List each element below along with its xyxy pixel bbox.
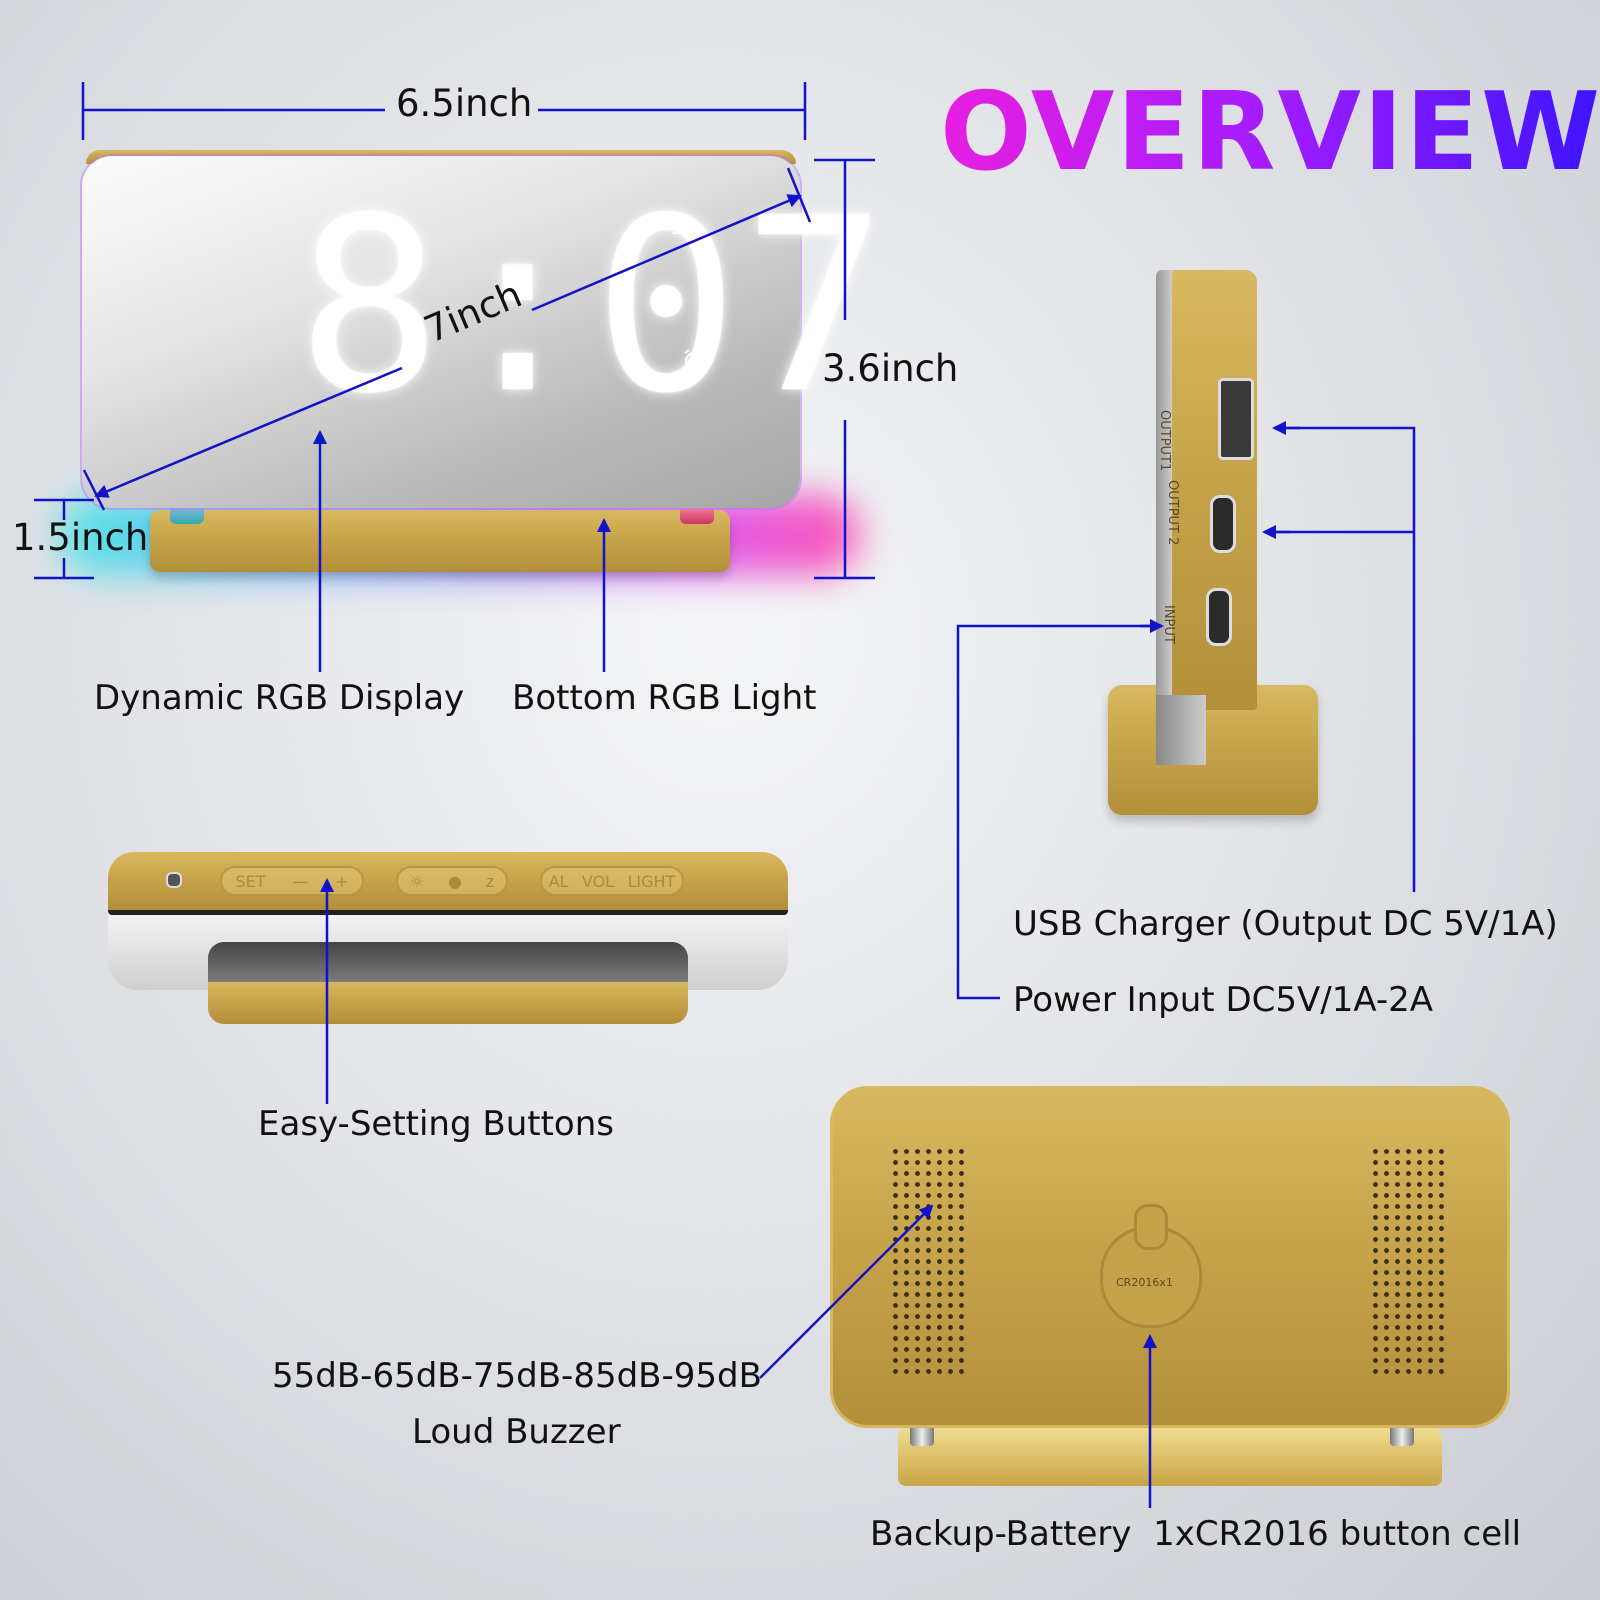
button-group-al: AL VOL LIGHT [540, 866, 684, 896]
speaker-grille-right [1370, 1146, 1450, 1376]
label-easy-setting-buttons: Easy-Setting Buttons [258, 1104, 614, 1144]
top-view-clock: SET — + ☼ ● z AL VOL LIGHT [108, 852, 788, 1032]
alarm-bell-icon [684, 349, 704, 370]
label-loud-buzzer: Loud Buzzer [412, 1412, 621, 1452]
back-view-clock: CR2016x1 [830, 1086, 1510, 1486]
clock-time: 8:07 [297, 166, 891, 446]
front-base [150, 510, 730, 572]
snooze-mark: zZ [672, 218, 694, 239]
snooze-icon[interactable]: z [485, 871, 495, 891]
back-base [898, 1428, 1442, 1486]
page-title: OVERVIEW [940, 70, 1600, 195]
width-dimension-label: 6.5inch [396, 82, 533, 125]
brightness-icon[interactable]: ☼ [409, 871, 425, 891]
usb-c-port-input [1206, 588, 1232, 646]
plus-button[interactable]: + [335, 871, 349, 891]
label-dynamic-rgb-display: Dynamic RGB Display [94, 678, 465, 718]
side-view-clock: OUTPUT1 OUTPUT 2 INPUT [1100, 270, 1340, 830]
label-power-input: Power Input DC5V/1A-2A [1013, 980, 1434, 1020]
label-backup-battery: Backup-Battery 1xCR2016 button cell [870, 1514, 1522, 1554]
button-group-set: SET — + [220, 866, 364, 896]
height-dimension-label: 3.6inch [822, 347, 959, 390]
button-group-snooze: ☼ ● z [396, 866, 508, 896]
label-bottom-rgb-light: Bottom RGB Light [512, 678, 817, 718]
light-button[interactable]: LIGHT [627, 871, 676, 891]
top-base-front [208, 982, 688, 1024]
battery-cover-tab [1134, 1204, 1168, 1250]
vol-button[interactable]: VOL [581, 871, 615, 891]
label-buzzer-levels: 55dB-65dB-75dB-85dB-95dB [272, 1356, 762, 1396]
usb-a-port [1218, 378, 1254, 460]
center-button-icon[interactable]: ● [447, 871, 462, 891]
battery-code: CR2016x1 [1116, 1276, 1173, 1289]
depth-dimension-label: 1.5inch [12, 516, 149, 559]
al-button[interactable]: AL [548, 871, 569, 891]
label-usb-charger: USB Charger (Output DC 5V/1A) [1013, 904, 1558, 944]
minus-button[interactable]: — [292, 871, 309, 891]
front-view-clock: 8:07 zZ [60, 150, 887, 580]
side-stand [1156, 695, 1206, 765]
set-button[interactable]: SET [235, 871, 266, 891]
light-sensor [166, 872, 182, 888]
mirror-display: 8:07 zZ [82, 156, 887, 508]
usb-c-port-output [1210, 495, 1236, 553]
speaker-grille-left [890, 1146, 970, 1376]
